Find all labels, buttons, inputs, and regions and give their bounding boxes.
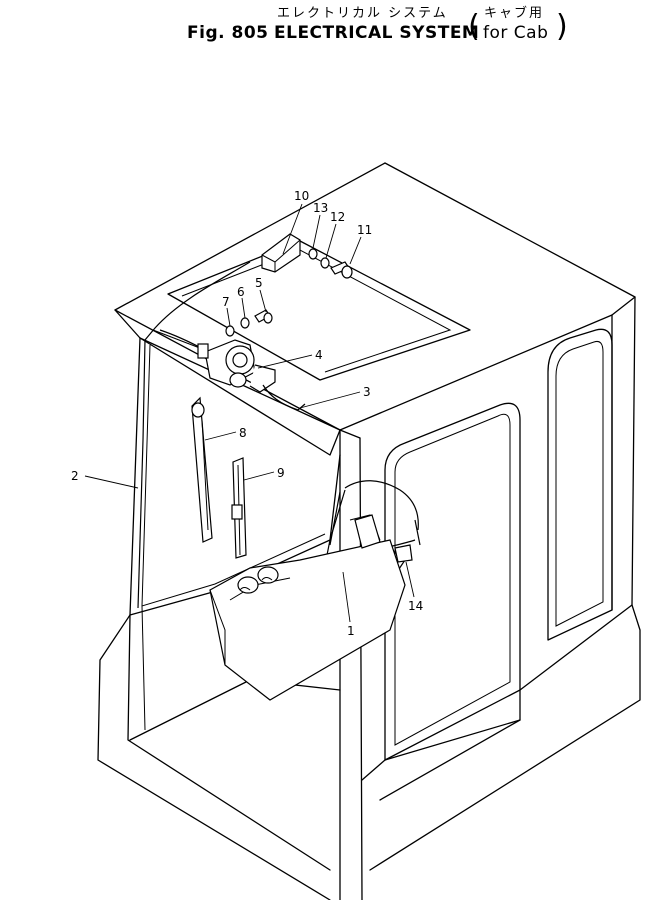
callout-3: 3 — [363, 385, 371, 399]
leader-2 — [84, 475, 139, 489]
leader-1 — [342, 571, 351, 623]
bolt-11 — [330, 261, 353, 279]
leader-6 — [241, 297, 246, 319]
washer-6 — [240, 317, 250, 329]
title-japanese: エレクトリカル システム — [277, 6, 448, 21]
leader-12 — [325, 223, 337, 259]
callout-11: 11 — [357, 223, 372, 237]
callout-1: 1 — [347, 624, 355, 638]
control-box — [209, 514, 406, 701]
callout-9: 9 — [277, 466, 285, 480]
open-paren: ( — [468, 9, 480, 44]
wiper-arm — [191, 396, 213, 543]
clamp-cable — [262, 384, 306, 411]
washer-12 — [320, 257, 330, 269]
washer-7 — [225, 325, 235, 337]
wiper-motor — [197, 339, 276, 393]
wiper-blade — [231, 457, 247, 559]
title-english: ELECTRICAL SYSTEM — [274, 23, 479, 43]
connector-14 — [394, 544, 413, 563]
callout-5: 5 — [255, 276, 263, 290]
leader-13 — [312, 214, 321, 249]
rear-window — [547, 328, 613, 641]
leader-3 — [299, 391, 361, 409]
leader-7 — [226, 307, 231, 327]
subtitle-japanese: キャブ用 — [484, 5, 544, 21]
leader-lines — [84, 203, 415, 623]
callout-7: 7 — [222, 295, 230, 309]
bolt-5 — [254, 309, 273, 324]
roof-harness — [137, 261, 251, 609]
figure-number: Fig. 805 — [187, 23, 268, 43]
callout-10: 10 — [294, 189, 309, 203]
leader-5 — [259, 289, 267, 313]
leader-4 — [257, 354, 313, 369]
callout-2: 2 — [71, 469, 79, 483]
callout-13: 13 — [313, 201, 328, 215]
callout-14: 14 — [408, 599, 423, 613]
leader-9 — [243, 471, 275, 481]
figure-title: エレクトリカル システム Fig. 805 ELECTRICAL SYSTEM … — [187, 5, 568, 44]
callout-4: 4 — [315, 348, 323, 362]
callout-12: 12 — [330, 210, 345, 224]
callout-8: 8 — [239, 426, 247, 440]
washer-13 — [308, 248, 318, 260]
leader-8 — [204, 431, 237, 441]
roof-recess — [167, 240, 471, 381]
cab-roof — [114, 162, 636, 431]
door-opening — [384, 402, 521, 761]
close-paren: ) — [556, 9, 568, 44]
subtitle-english: for Cab — [483, 23, 548, 43]
callout-6: 6 — [237, 285, 245, 299]
leader-14 — [405, 561, 415, 598]
room-lamp — [261, 233, 301, 273]
callout-labels: 10 13 12 11 7 6 5 4 3 8 9 2 1 14 — [71, 189, 423, 638]
floor-harness — [344, 480, 419, 531]
leader-11 — [349, 236, 362, 265]
leader-10 — [282, 203, 303, 255]
